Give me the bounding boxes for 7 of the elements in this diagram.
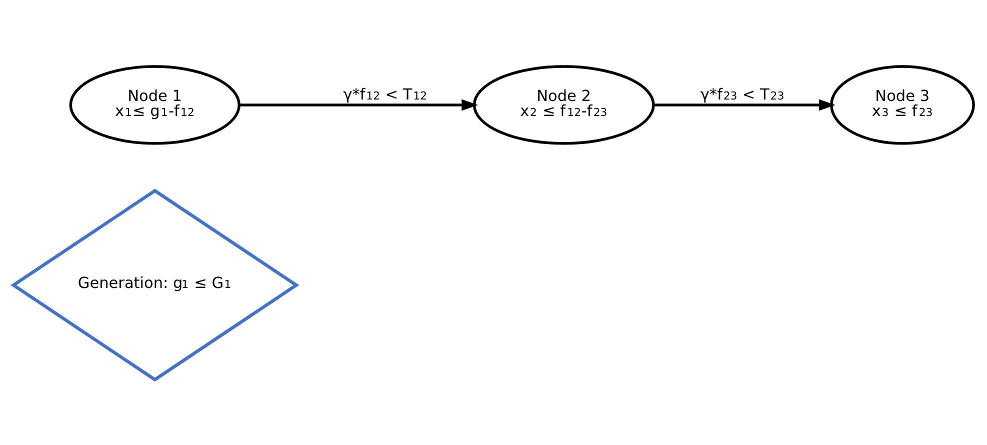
node-ellipse: Node 3 x3 ≤ f23 — [830, 64, 975, 144]
arrow — [239, 98, 478, 110]
edge-label: γ*f12 < T12 — [343, 85, 428, 104]
edge-label: γ*f23 < T23 — [700, 85, 784, 104]
arrow — [654, 98, 836, 110]
node-ellipse: Node 2 x2 ≤ f12-f23 — [472, 64, 655, 144]
node-diamond: Generation: g1 ≤ G1 — [10, 188, 300, 382]
